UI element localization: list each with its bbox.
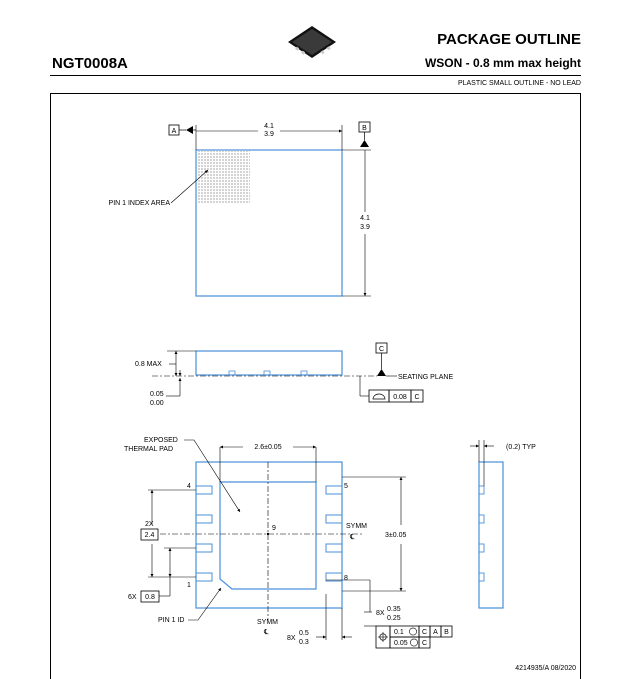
end-lead — [478, 543, 485, 553]
pitch-value-box — [140, 528, 159, 541]
flatness-icon — [372, 393, 386, 400]
end-view: (0.2) TYP — [470, 440, 536, 609]
tol-1-ref-c: C — [422, 629, 427, 636]
pin1-index-leader — [170, 169, 209, 204]
pin-8-label: 8 — [344, 575, 348, 582]
pad-length-label: 3±0.05 — [385, 532, 406, 539]
symm-bottom-label: SYMM — [257, 619, 278, 626]
mmc-icon — [410, 638, 418, 647]
tol-2-value: 0.05 — [394, 640, 408, 647]
datum-a-label: A — [172, 128, 177, 135]
pitch-6x-count: 6X — [128, 594, 137, 601]
pad-1 — [195, 572, 213, 582]
lead-len-max: 0.35 — [387, 606, 401, 613]
datum-c-label: C — [379, 346, 384, 353]
lead-thickness-label: (0.2) TYP — [506, 444, 536, 451]
package-subtitle: WSON - 0.8 mm max height — [424, 56, 581, 70]
pitch-6x-value: 0.8 — [145, 594, 155, 601]
pin1-id-leader — [188, 587, 222, 621]
package-code: NGT0008A — [52, 55, 128, 72]
lead-w-min: 0.3 — [299, 639, 309, 646]
bottom-view-outline — [195, 461, 343, 609]
pin1-id-label: PIN 1 ID — [158, 617, 184, 624]
exposed-pad-label-2: THERMAL PAD — [124, 446, 173, 453]
document-number: 4214935/A 08/2020 — [515, 665, 576, 672]
tol-2-ref: C — [422, 640, 427, 647]
position-tolerance-frame: 0.1 C A B 0.05 C — [375, 625, 453, 649]
symm-right-icon: ℄ — [349, 534, 355, 541]
pad-7 — [325, 543, 343, 553]
page-title: PACKAGE OUTLINE — [437, 31, 581, 48]
end-lead — [478, 485, 485, 495]
lead-len-min: 0.25 — [387, 615, 401, 622]
pad-8 — [325, 572, 343, 582]
package-description: PLASTIC SMALL OUTLINE - NO LEAD — [457, 80, 581, 87]
pin-5-label: 5 — [344, 483, 348, 490]
pin-1-label: 1 — [187, 582, 191, 589]
standoff-min: 0.00 — [150, 400, 164, 407]
lead-len-count: 8X — [376, 610, 385, 617]
pin1-index-label: PIN 1 INDEX AREA — [109, 200, 171, 207]
top-height-max: 4.1 — [360, 215, 370, 222]
symm-right-label: SYMM — [346, 523, 367, 530]
top-view-outline — [195, 149, 343, 297]
side-lead — [263, 370, 271, 376]
pad-6 — [325, 514, 343, 524]
lead-w-count: 8X — [287, 635, 296, 642]
end-lead — [478, 572, 485, 582]
pitch-value-label: 2.4 — [145, 532, 155, 539]
flatness-value: 0.08 — [393, 394, 407, 401]
header-rule — [50, 75, 581, 76]
flatness-datum: C — [414, 394, 419, 401]
max-height-label: 0.8 MAX — [135, 361, 162, 368]
lead-w-max: 0.5 — [299, 630, 309, 637]
flatness-symbol-box — [368, 389, 390, 403]
pitch-6x-box — [140, 590, 160, 603]
seating-plane-label: SEATING PLANE — [398, 374, 453, 381]
side-view: 0.8 MAX 0.05 0.00 C SEATING PLANE 0.08 C — [135, 342, 453, 407]
bottom-view: 9 2.6±0.05 EXPOSED THERMAL PAD 4 5 1 8 2… — [124, 437, 453, 649]
side-lead — [228, 370, 236, 376]
pin1-index-area — [197, 151, 250, 204]
pad-9-label: 9 — [272, 525, 276, 532]
side-lead — [300, 370, 308, 376]
datum-b-arrow — [360, 140, 369, 147]
pitch-count-label: 2X — [145, 521, 154, 528]
standoff-max: 0.05 — [150, 391, 164, 398]
top-width-min: 3.9 — [264, 131, 274, 138]
pad-4 — [195, 485, 213, 495]
pad-2 — [195, 543, 213, 553]
symm-bottom-icon: ℄ — [263, 629, 269, 636]
pad-5 — [325, 485, 343, 495]
end-lead — [478, 514, 485, 524]
package-icon — [288, 26, 336, 58]
drawing-frame — [50, 93, 581, 679]
end-view-outline — [478, 461, 504, 609]
exposed-pad-leader — [184, 439, 241, 513]
pad-3 — [195, 514, 213, 524]
top-height-min: 3.9 — [360, 224, 370, 231]
tol-1-value: 0.1 — [394, 629, 404, 636]
datum-b-label: B — [362, 125, 367, 132]
datum-c-arrow — [377, 369, 386, 376]
top-view: A B 4.1 3.9 4.1 3.9 PIN 1 INDEX AREA — [109, 121, 371, 297]
tol-1-ref-a: A — [433, 629, 438, 636]
datum-a-arrow — [186, 126, 193, 134]
pin-4-label: 4 — [187, 483, 191, 490]
top-width-max: 4.1 — [264, 123, 274, 130]
pad-width-label: 2.6±0.05 — [254, 444, 281, 451]
tol-1-ref-b: B — [444, 629, 449, 636]
exposed-pad-label-1: EXPOSED — [144, 437, 178, 444]
mmc-icon — [409, 627, 417, 636]
